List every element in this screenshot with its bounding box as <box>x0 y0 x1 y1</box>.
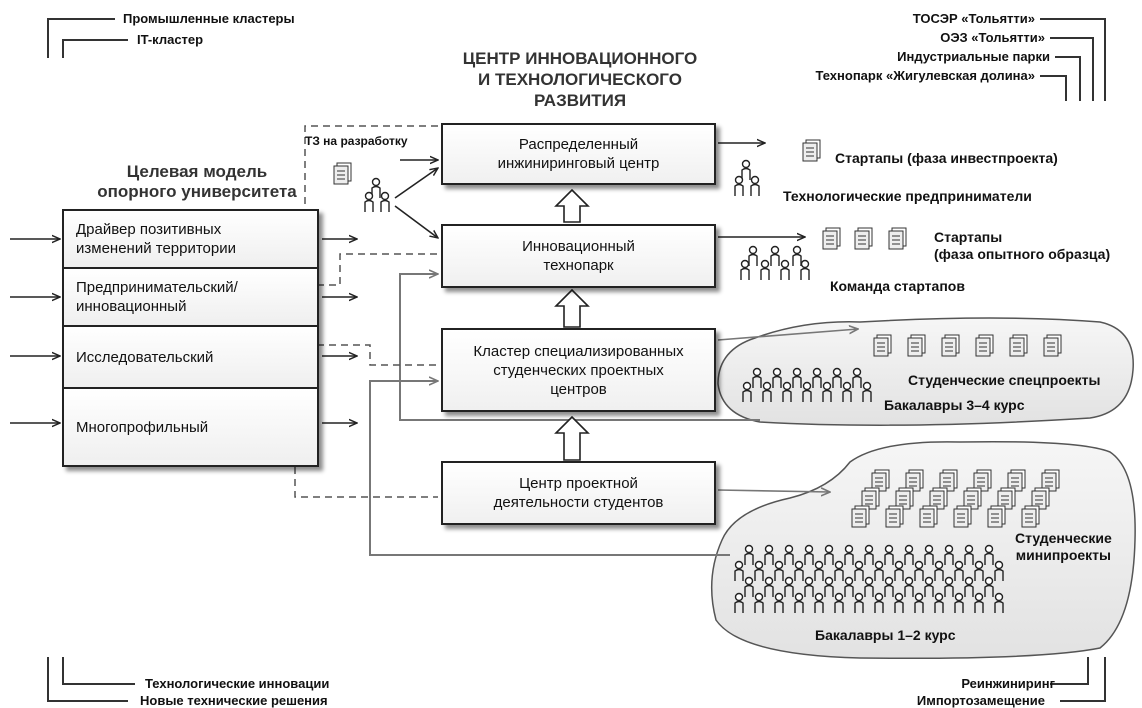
label-student-special: Студенческие спецпроекты <box>908 372 1101 388</box>
center-box-project-center-line-2: деятельности студентов <box>493 494 664 511</box>
label-import-substitution: Импортозамещение <box>916 693 1045 708</box>
left-title-line-2: опорного университета <box>97 182 297 201</box>
label-industrial-parks: Индустриальные парки <box>897 49 1050 64</box>
center-box-project-center: Центр проектной деятельности студентов <box>441 461 716 525</box>
left-box-multiprofile: Многопрофильный <box>62 387 319 467</box>
tz-label: ТЗ на разработку <box>305 134 408 148</box>
label-startup-team: Команда стартапов <box>830 278 965 294</box>
left-box-research: Исследовательский <box>62 325 319 389</box>
left-box-driver: Драйвер позитивных изменений территории <box>62 209 319 269</box>
label-startups-proto: Стартапы (фаза опытного образца) <box>934 229 1110 263</box>
left-title: Целевая модель опорного университета <box>72 162 322 202</box>
center-box-engineering-line-1: Распределенный <box>518 136 639 153</box>
left-model-column: Драйвер позитивных изменений территории П… <box>62 209 319 467</box>
corner-bracket-bottom-right <box>1050 657 1106 702</box>
left-box-driver-line-1: Драйвер позитивных <box>76 221 222 238</box>
label-technopark-zhig: Технопарк «Жигулевская долина» <box>815 68 1035 83</box>
cloud-bachelors-34 <box>717 317 1134 426</box>
center-box-technopark-line-1: Инновационный <box>522 238 635 255</box>
cloud-bachelors-12 <box>710 440 1136 660</box>
center-box-technopark: Инновационный технопарк <box>441 224 716 288</box>
center-title-line-3: РАЗВИТИЯ <box>533 91 627 110</box>
label-student-mini-line-1: Студенческие <box>1015 530 1112 546</box>
center-box-cluster-line-2: студенческих проектных <box>493 361 664 379</box>
center-box-cluster-line-3: центров <box>550 380 607 398</box>
center-box-engineering: Распределенный инжиниринговый центр <box>441 123 716 185</box>
output-arrows-right <box>718 143 805 237</box>
feedback-line-upper <box>399 274 760 421</box>
label-bachelors-12: Бакалавры 1–2 курс <box>815 627 956 643</box>
label-tech-entrepreneurs: Технологические предприниматели <box>783 188 1032 204</box>
block-arrow-up-icon <box>554 188 590 461</box>
corner-bracket-top-right <box>1040 18 1106 101</box>
label-tech-innovations: Технологические инновации <box>145 676 330 691</box>
dashed-connectors <box>294 125 438 498</box>
left-title-line-1: Целевая модель <box>126 162 268 181</box>
corner-bracket-top-left <box>47 18 128 58</box>
label-industrial-clusters: Промышленные кластеры <box>123 11 295 26</box>
left-box-entrepreneurial-line-2: инновационный <box>76 298 187 315</box>
corner-bracket-bottom-left <box>47 657 135 702</box>
output-arrows-gray <box>717 329 858 492</box>
left-box-entrepreneurial-line-1: Предпринимательский/ <box>76 279 238 296</box>
input-arrows <box>10 239 60 423</box>
center-title-line-2: И ТЕХНОЛОГИЧЕСКОГО <box>478 70 682 89</box>
feedback-line-lower <box>369 381 730 556</box>
label-startups-invest: Стартапы (фаза инвестпроекта) <box>835 150 1058 166</box>
center-box-engineering-line-2: инжиниринговый центр <box>497 155 660 172</box>
center-box-project-center-line-1: Центр проектной <box>519 475 638 492</box>
left-box-entrepreneurial: Предпринимательский/инновационный <box>62 267 319 327</box>
label-oez: ОЭЗ «Тольятти» <box>940 30 1045 45</box>
label-startups-proto-line-2: (фаза опытного образца) <box>934 246 1111 262</box>
label-student-mini: Студенческие минипроекты <box>1015 530 1112 564</box>
left-box-multiprofile-label: Многопрофильный <box>76 418 209 436</box>
label-it-cluster: IT-кластер <box>137 32 204 47</box>
center-box-cluster-line-1: Кластер специализированных <box>473 342 684 360</box>
label-bachelors-34: Бакалавры 3–4 курс <box>884 397 1025 413</box>
left-box-driver-line-2: изменений территории <box>76 240 236 257</box>
center-box-technopark-line-2: технопарк <box>543 257 614 274</box>
center-title-line-1: ЦЕНТР ИННОВАЦИОННОГО <box>462 49 698 68</box>
center-title: ЦЕНТР ИННОВАЦИОННОГО И ТЕХНОЛОГИЧЕСКОГО … <box>430 48 730 111</box>
label-toser: ТОСЭР «Тольятти» <box>912 11 1035 26</box>
left-box-research-label: Исследовательский <box>76 348 214 366</box>
tz-arrows <box>394 160 438 238</box>
label-new-tech-solutions: Новые технические решения <box>140 693 328 708</box>
label-startups-proto-line-1: Стартапы <box>934 229 1003 245</box>
label-student-mini-line-2: минипроекты <box>1015 547 1111 563</box>
output-arrows-left <box>322 239 357 423</box>
label-reengineering: Реинжиниринг <box>961 676 1055 691</box>
